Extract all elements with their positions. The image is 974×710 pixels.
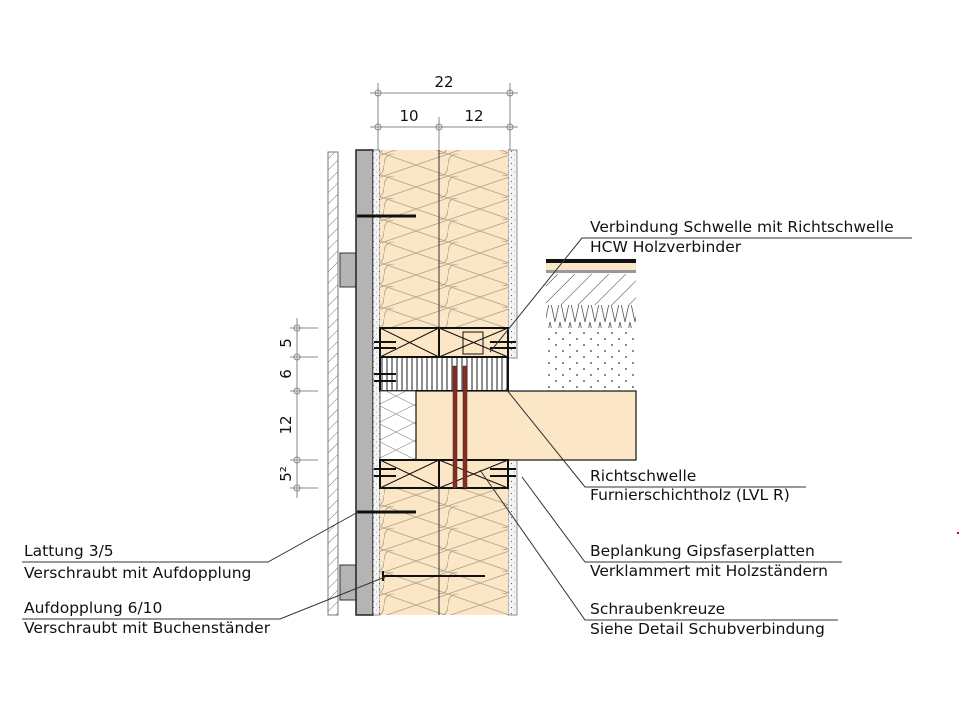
dimension-left: 10	[399, 107, 418, 125]
label-connection: Verbindung Schwelle mit Richtschwelle HC…	[590, 218, 894, 256]
label-line1: Verbindung Schwelle mit Richtschwelle	[590, 218, 894, 236]
label-leveling-sill: Richtschwelle Furnierschichtholz (LVL R)	[590, 467, 790, 504]
batten-upper	[339, 252, 357, 288]
leveling-sill	[374, 356, 509, 392]
gypsum-board-outer	[372, 149, 381, 616]
label-line1: Richtschwelle	[590, 467, 696, 485]
doubling-board	[355, 149, 374, 616]
dimension-total: 22	[434, 73, 453, 91]
label-screw-crosses: Schraubenkreuze Siehe Detail Schubverbin…	[590, 600, 825, 638]
label-sheathing: Beplankung Gipsfaserplatten Verklammert …	[590, 542, 828, 580]
leader-lines	[22, 237, 912, 621]
label-line2: Siehe Detail Schubverbindung	[590, 620, 825, 638]
floor-buildup	[546, 259, 636, 388]
label-line2: Furnierschichtholz (LVL R)	[590, 486, 790, 504]
facade-cladding	[327, 151, 339, 616]
label-line2: Verschraubt mit Buchenständer	[24, 619, 271, 637]
dimension-side-3: 12	[277, 415, 295, 434]
label-line2: HCW Holzverbinder	[590, 238, 742, 256]
gypsum-board-inner-upper	[507, 149, 518, 359]
label-battens: Lattung 3/5 Verschraubt mit Aufdopplung	[24, 542, 251, 582]
label-line1: Beplankung Gipsfaserplatten	[590, 542, 815, 560]
label-line1: Aufdopplung 6/10	[24, 599, 162, 617]
dimension-right: 12	[464, 107, 483, 125]
batten-lower	[339, 564, 357, 601]
sill-upper	[374, 327, 516, 358]
side-dimensions	[290, 318, 318, 498]
dimension-side-2: 6	[277, 369, 295, 379]
label-line1: Lattung 3/5	[24, 542, 114, 560]
label-line2: Verklammert mit Holzständern	[590, 562, 828, 580]
label-line2: Verschraubt mit Aufdopplung	[24, 564, 251, 582]
label-line1: Schraubenkreuze	[590, 600, 725, 618]
top-dimensions	[370, 83, 518, 150]
dimension-side-1: 5	[277, 338, 295, 348]
label-doubling: Aufdopplung 6/10 Verschraubt mit Buchens…	[24, 599, 271, 637]
insulation-lower	[380, 488, 508, 615]
lvl-beam	[415, 390, 637, 461]
dimension-side-4: 5²	[277, 466, 295, 482]
insulation-upper	[380, 150, 508, 328]
screw-crosses	[452, 365, 468, 489]
gypsum-board-inner-lower	[507, 459, 518, 616]
red-dot-marker	[956, 531, 960, 535]
insulation-small	[379, 390, 417, 461]
sill-lower	[374, 459, 516, 489]
